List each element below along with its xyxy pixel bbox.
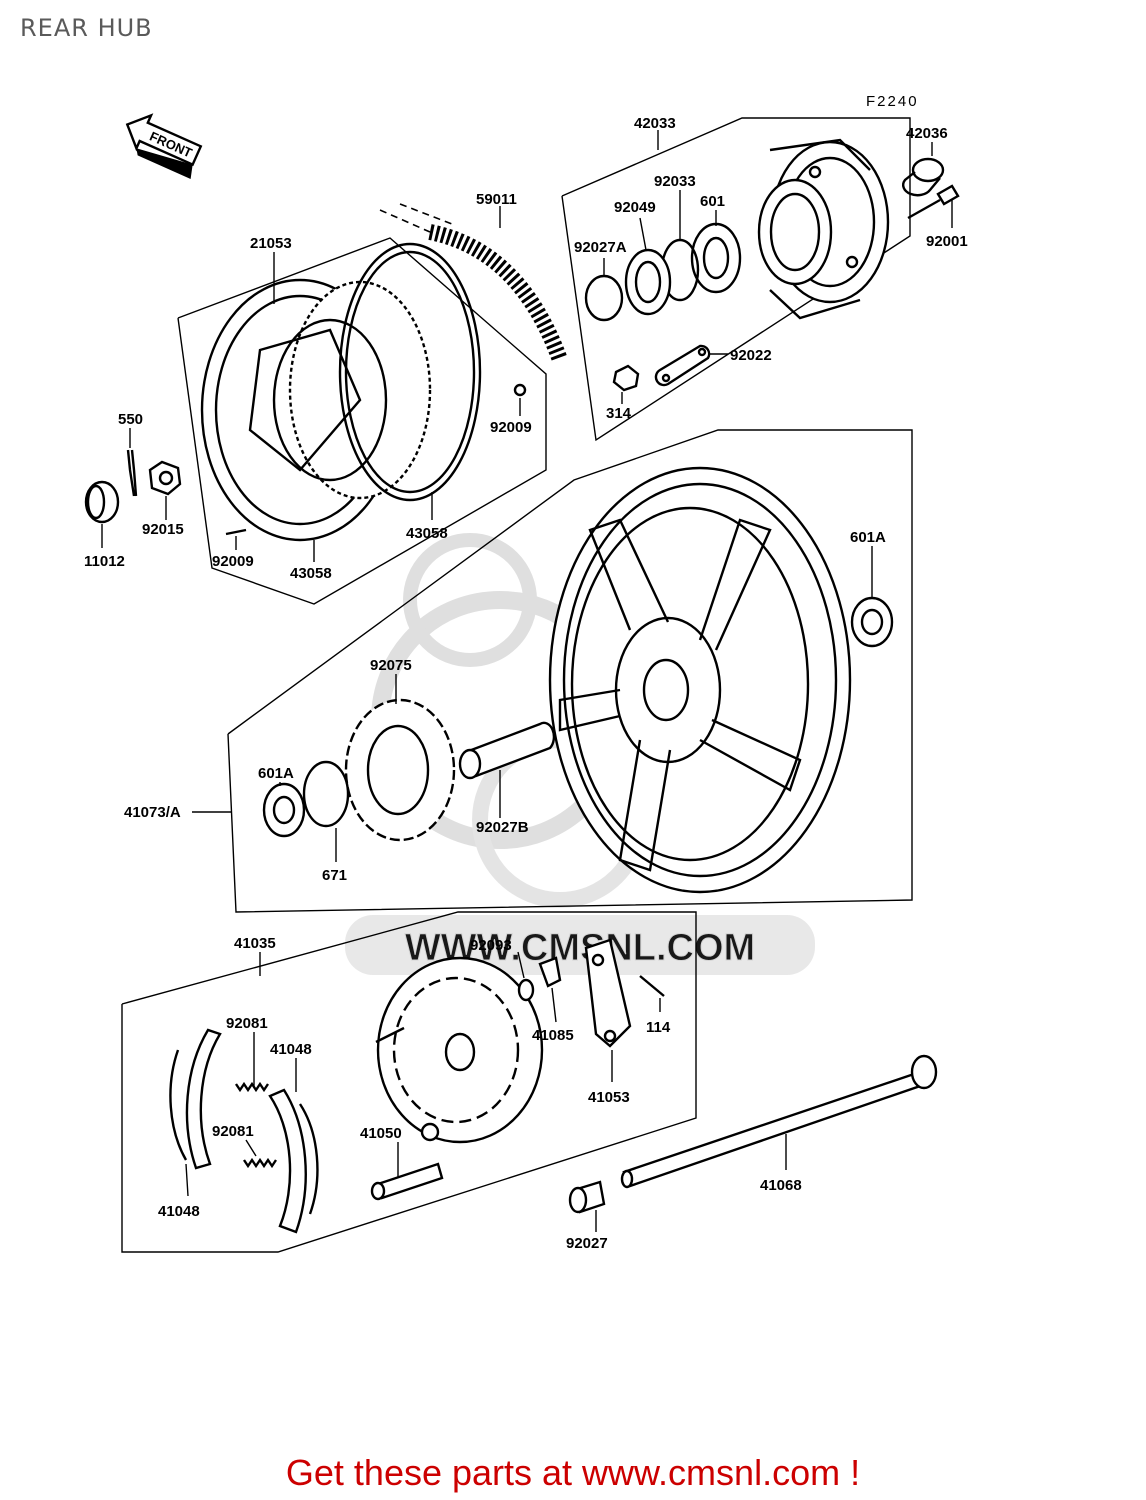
- label-42033: 42033: [634, 115, 676, 132]
- damper-92075: [344, 698, 456, 842]
- label-601A-right: 601A: [850, 529, 886, 546]
- label-92081-upper: 92081: [226, 1015, 268, 1032]
- o-ring-671: [302, 760, 350, 828]
- spring-92081-lower: [243, 1157, 277, 1169]
- label-41048-upper: 41048: [270, 1041, 312, 1058]
- label-92081-lower: 92081: [212, 1123, 254, 1140]
- label-314: 314: [606, 405, 632, 422]
- part-labels: 42033 42036 92033 92049 601 92027A 92001…: [84, 115, 968, 1252]
- cotter-pin-550: [126, 449, 138, 497]
- footer-promo-link[interactable]: Get these parts at www.cmsnl.com !: [285, 1452, 861, 1493]
- label-601A-left: 601A: [258, 765, 294, 782]
- label-41035: 41035: [234, 935, 276, 952]
- rear-hub-exploded-diagram: WWW.CMSNL.COM F2240 FRONT: [84, 93, 968, 1253]
- label-92009-upper: 92009: [490, 419, 532, 436]
- label-41050: 41050: [360, 1125, 402, 1142]
- label-41068: 41068: [760, 1177, 802, 1194]
- label-41073A: 41073/A: [124, 804, 181, 821]
- indicator-41085: [538, 956, 562, 988]
- collar-92027: [568, 1180, 606, 1214]
- label-92093: 92093: [470, 937, 512, 954]
- drive-belt-59011: [379, 203, 568, 363]
- label-114: 114: [646, 1019, 671, 1036]
- hub-coupling-42033: [757, 138, 890, 320]
- label-92009-lower: 92009: [212, 553, 254, 570]
- label-92075: 92075: [370, 657, 412, 674]
- brake-shoe-41048-right: [268, 1088, 319, 1234]
- leader-lines: [101, 130, 953, 1232]
- label-92027B: 92027B: [476, 819, 529, 836]
- label-671: 671: [322, 867, 347, 884]
- label-601: 601: [700, 193, 725, 210]
- collar-42036: [902, 157, 945, 197]
- label-92027: 92027: [566, 1235, 608, 1252]
- bolt-114: [639, 975, 665, 997]
- label-92001: 92001: [926, 233, 968, 250]
- label-59011: 59011: [476, 191, 517, 208]
- label-41048-lower: 41048: [158, 1203, 200, 1220]
- page-title: REAR HUB: [20, 14, 153, 42]
- axle-41068: [620, 1054, 938, 1189]
- nut-314: [612, 364, 640, 392]
- label-41053: 41053: [588, 1089, 630, 1106]
- figure-reference-code: F2240: [866, 93, 919, 110]
- label-550: 550: [118, 411, 143, 428]
- brake-panel-41035: [375, 956, 544, 1144]
- bearing-601A-right: [850, 596, 894, 648]
- damper-ring-43058: [338, 242, 482, 502]
- label-43058-upper: 43058: [406, 525, 448, 542]
- nut-92015: [148, 460, 182, 496]
- label-92049: 92049: [614, 199, 656, 216]
- label-11012: 11012: [84, 553, 125, 570]
- group-box-brake-assembly: [121, 911, 697, 1253]
- rear-pulley-21053: [200, 278, 432, 542]
- washer-92093: [517, 978, 535, 1002]
- collar-11012: [84, 480, 120, 524]
- collar-92027B: [458, 721, 556, 780]
- brake-shoe-41048-left: [169, 1028, 222, 1170]
- screw-92009-upper: [513, 383, 527, 397]
- oil-seal-92049: [624, 248, 672, 316]
- rear-wheel-41073A: [548, 466, 852, 894]
- spring-92081-upper: [235, 1081, 269, 1093]
- front-arrow-icon: FRONT: [125, 113, 203, 180]
- label-92015: 92015: [142, 521, 184, 538]
- bearing-601: [690, 222, 742, 294]
- bolt-92001: [907, 184, 960, 220]
- label-92027A: 92027A: [574, 239, 627, 256]
- group-box-sprocket-assembly: [177, 237, 547, 605]
- label-92022: 92022: [730, 347, 772, 364]
- cam-lever-41053: [584, 938, 632, 1048]
- label-41085: 41085: [532, 1027, 574, 1044]
- label-21053: 21053: [250, 235, 292, 252]
- label-42036: 42036: [906, 125, 948, 142]
- label-92033: 92033: [654, 173, 696, 190]
- plate-92022: [654, 344, 711, 387]
- collar-92027A: [584, 274, 624, 322]
- group-box-wheel-assembly: [227, 429, 913, 913]
- screw-92009-lower: [225, 528, 247, 536]
- label-43058-lower: 43058: [290, 565, 332, 582]
- camshaft-41050: [370, 1162, 444, 1201]
- bearing-601A-left: [262, 782, 306, 838]
